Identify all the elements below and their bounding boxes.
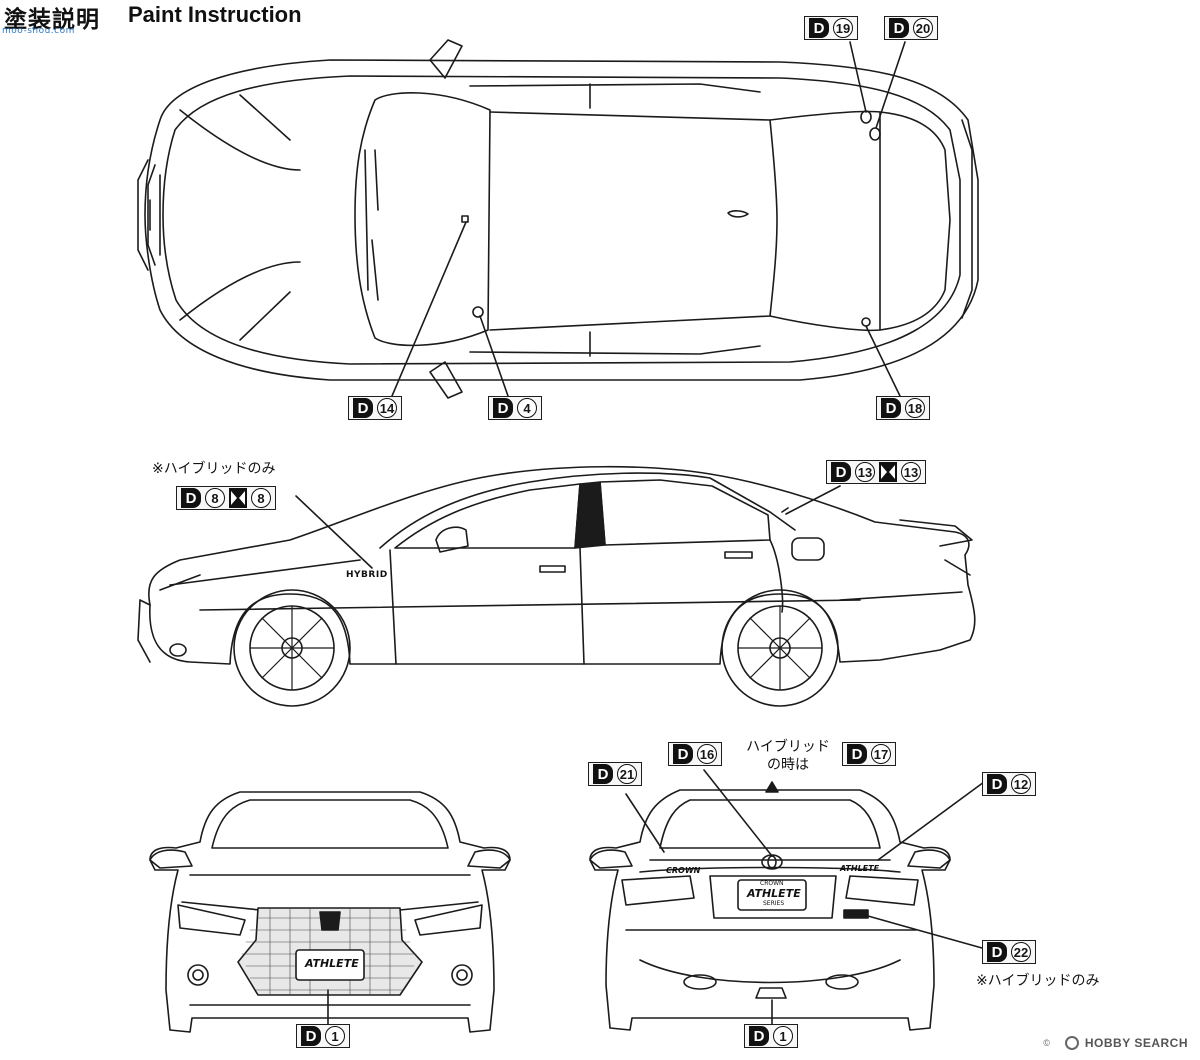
callout-number-2: 8	[251, 488, 271, 508]
note-hybrid-when-line2: の時は	[767, 757, 809, 773]
decal-d-icon: D	[881, 398, 901, 418]
decal-d-icon: D	[493, 398, 513, 418]
decal-d-icon: D	[831, 462, 851, 482]
callout-decal-17: D 17	[842, 742, 896, 766]
plate-main-text: ATHLETE	[747, 887, 801, 900]
side-view-car	[137, 465, 976, 707]
logo-circle-icon	[1064, 1036, 1079, 1050]
decal-d-icon: D	[987, 942, 1007, 962]
callout-number-2: 13	[901, 462, 921, 482]
plate-sub-text: SERIES	[763, 900, 785, 907]
note-hybrid-only-side: ※ハイブリッドのみ	[152, 461, 276, 477]
callout-number: 21	[617, 764, 637, 784]
callout-number: 1	[325, 1026, 345, 1046]
decal-d-icon: D	[673, 744, 693, 764]
watermark-site: moo-shou.com	[2, 26, 75, 36]
callout-decal-12: D 12	[982, 772, 1036, 796]
copyright-mark: ©	[1043, 1038, 1050, 1048]
callout-decal-16: D 16	[668, 742, 722, 766]
note-hybrid-when-line1: ハイブリッド	[746, 739, 830, 755]
logo-text: HOBBY SEARCH	[1084, 1036, 1188, 1050]
callout-number: 8	[205, 488, 225, 508]
note-hybrid-when: ハイブリッド の時は	[736, 738, 840, 774]
callout-number: 17	[871, 744, 891, 764]
callout-number: 4	[517, 398, 537, 418]
callout-decal-14: D 14	[348, 396, 402, 420]
callout-decal-20: D 20	[884, 16, 938, 40]
callout-number: 16	[697, 744, 717, 764]
callout-decal-1-rear: D 1	[744, 1024, 798, 1048]
rear-view-car	[589, 769, 985, 1031]
front-view-car	[149, 791, 511, 1033]
decal-d-icon: D	[301, 1026, 321, 1046]
note-hybrid-only-rear: ※ハイブリッドのみ	[976, 973, 1100, 989]
decal-d-icon: D	[593, 764, 613, 784]
decal-d-icon: D	[847, 744, 867, 764]
callout-number: 19	[833, 18, 853, 38]
callout-number: 14	[377, 398, 397, 418]
front-plate-main-text: ATHLETE	[305, 957, 359, 970]
callout-decal-21: D 21	[588, 762, 642, 786]
callout-number: 12	[1011, 774, 1031, 794]
callout-decal-13: D 13 13	[826, 460, 926, 484]
callout-number: 1	[773, 1026, 793, 1046]
decal-d-icon: D	[749, 1026, 769, 1046]
title-english: Paint Instruction	[128, 2, 302, 27]
decal-x-icon	[229, 488, 247, 508]
decal-d-icon: D	[889, 18, 909, 38]
top-view-car	[137, 39, 979, 399]
decal-d-icon: D	[353, 398, 373, 418]
decal-crown-text: CROWN	[666, 866, 701, 875]
callout-decal-4: D 4	[488, 396, 542, 420]
title-japanese: 塗装説明	[4, 7, 100, 33]
decal-athlete-text: ATHLETE	[840, 864, 880, 873]
decal-hybrid-badge: HYBRID	[346, 570, 388, 580]
decal-x-icon	[879, 462, 897, 482]
callout-decal-19: D 19	[804, 16, 858, 40]
callout-decal-22: D 22	[982, 940, 1036, 964]
hobby-search-logo: HOBBY SEARCH	[1064, 1036, 1188, 1050]
decal-d-icon: D	[181, 488, 201, 508]
callout-decal-8: D 8 8	[176, 486, 276, 510]
callout-number: 13	[855, 462, 875, 482]
callout-decal-1-front: D 1	[296, 1024, 350, 1048]
callout-number: 18	[905, 398, 925, 418]
plate-top-text: CROWN	[760, 880, 784, 887]
callout-number: 20	[913, 18, 933, 38]
callout-decal-18: D 18	[876, 396, 930, 420]
callout-number: 22	[1011, 942, 1031, 962]
decal-d-icon: D	[809, 18, 829, 38]
decal-d-icon: D	[987, 774, 1007, 794]
